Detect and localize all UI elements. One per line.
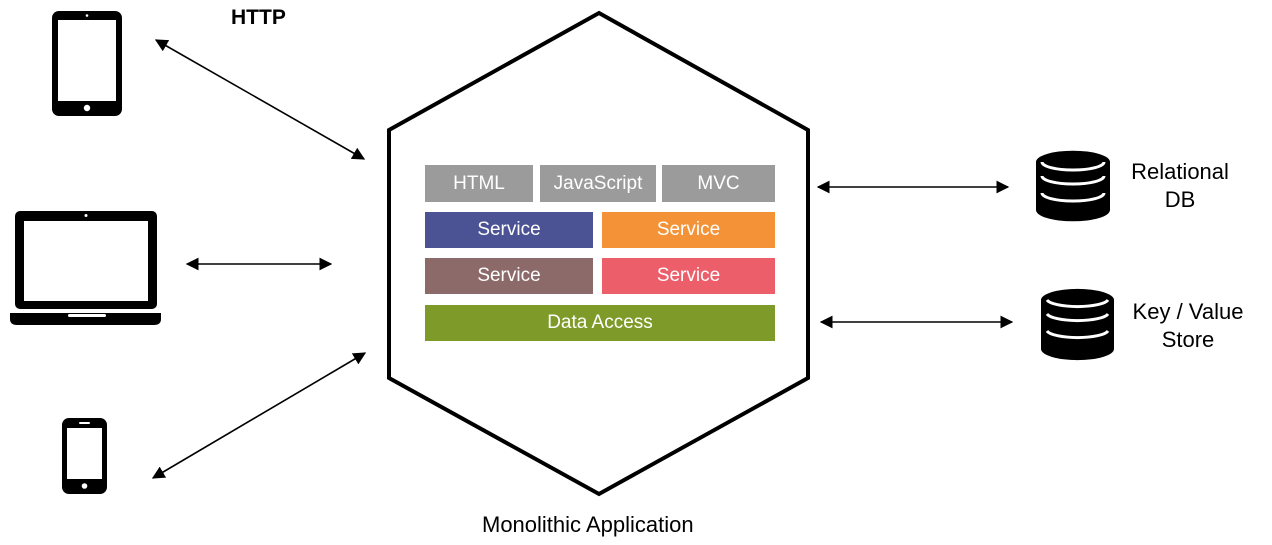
monolith-hexagon xyxy=(387,10,810,497)
javascript-layer: JavaScript xyxy=(540,165,656,202)
relational-db-label: Relational DB xyxy=(1118,158,1242,214)
service-block-2: Service xyxy=(602,212,775,248)
laptop-icon xyxy=(10,211,161,325)
service-block-3: Service xyxy=(425,258,593,294)
database-icon xyxy=(1041,288,1114,361)
database-icon xyxy=(1036,150,1110,222)
http-label: HTTP xyxy=(231,6,286,29)
html-layer: HTML xyxy=(425,165,533,202)
service-block-4: Service xyxy=(602,258,775,294)
tablet-http-arrow xyxy=(154,39,366,160)
tablet-icon xyxy=(52,11,122,116)
data-access-layer: Data Access xyxy=(425,305,775,341)
kv-store-label: Key / Value Store xyxy=(1118,298,1258,354)
phone-arrow xyxy=(151,352,367,479)
service-block-1: Service xyxy=(425,212,593,248)
kv-store-label-line1: Key / Value xyxy=(1132,299,1244,324)
diagram-caption: Monolithic Application xyxy=(482,512,694,537)
phone-icon xyxy=(62,418,107,494)
relational-db-label-line1: Relational xyxy=(1131,159,1229,184)
mvc-layer: MVC xyxy=(662,165,775,202)
kv-store-label-line2: Store xyxy=(1161,327,1215,352)
relational-db-label-line2: DB xyxy=(1164,187,1196,212)
